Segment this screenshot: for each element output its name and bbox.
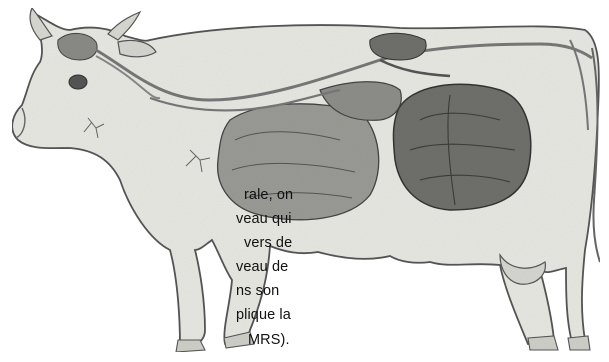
intestines: [218, 104, 379, 220]
hoof-back-right: [568, 336, 590, 350]
rumen: [393, 84, 530, 210]
hoof-front-left: [176, 340, 205, 352]
hoof-back-left: [528, 336, 558, 350]
eye: [69, 75, 87, 89]
cow-silhouette: [12, 8, 600, 352]
gland-cluster: [370, 33, 426, 60]
